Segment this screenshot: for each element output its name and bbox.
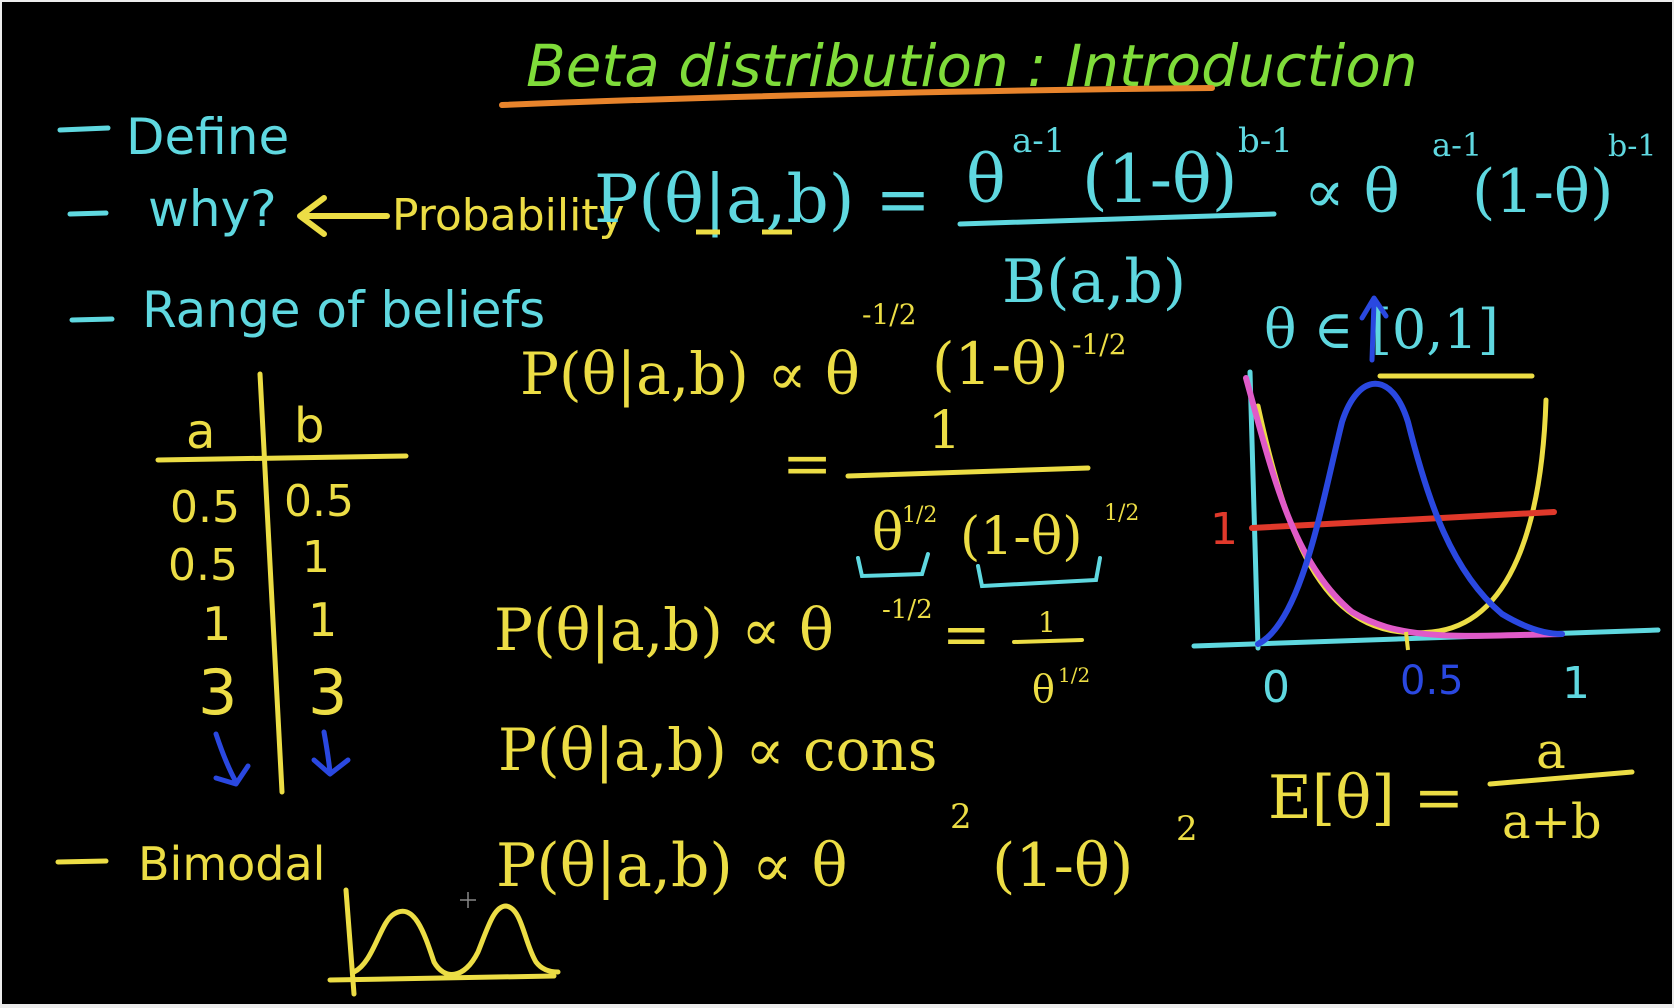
bimodal-axis-y <box>343 887 357 997</box>
formula-fraction-bar <box>957 211 1277 227</box>
table-header-b: b <box>294 398 324 454</box>
formula-lhs: P(θ|a,b) = <box>594 161 931 238</box>
formula-prop-theta: ∝ θ <box>1304 157 1400 227</box>
deriv2-brace-right <box>976 556 1102 589</box>
deriv1-exp1: -1/2 <box>862 298 917 331</box>
table-cell-r4-a: 3 <box>198 656 237 729</box>
formula-numerator-rest: (1-θ) <box>1082 141 1238 218</box>
outline-dash-3 <box>69 316 115 323</box>
deriv3-numerator: 1 <box>1038 606 1056 639</box>
graph-curve-pink <box>1243 375 1565 639</box>
deriv1-lhs: P(θ|a,b) ∝ θ <box>520 340 860 408</box>
cursor-crosshair-icon <box>460 892 476 908</box>
deriv2-numerator: 1 <box>928 401 961 461</box>
deriv1-exp2: -1/2 <box>1072 328 1127 361</box>
graph-curve-blue <box>1255 380 1565 647</box>
deriv3-fraction-bar <box>1012 638 1084 644</box>
arrow-left-icon <box>297 195 390 237</box>
outline-item-why: why? <box>148 180 277 238</box>
deriv5-exp2: 2 <box>1176 809 1198 849</box>
table-cell-r2-a: 0.5 <box>168 540 238 591</box>
outline-item-define: Define <box>126 108 289 166</box>
deriv2-den-exp1: 1/2 <box>902 503 937 528</box>
deriv4: P(θ|a,b) ∝ cons <box>498 716 938 784</box>
formula-prop-rest: (1-θ) <box>1472 157 1613 227</box>
formula-denominator: B(a,b) <box>1002 247 1186 317</box>
deriv2-den-rest: (1-θ) <box>960 507 1083 567</box>
arrow-down-b-icon <box>311 729 351 777</box>
graph-x-tick-1: 1 <box>1562 658 1590 709</box>
deriv5-lhs: P(θ|a,b) ∝ θ <box>496 831 848 901</box>
graph-axis-y <box>1247 369 1261 651</box>
deriv2-den-exp2: 1/2 <box>1104 501 1139 526</box>
formula-exp-a: a-1 <box>1012 121 1065 161</box>
deriv3-lhs: P(θ|a,b) ∝ θ <box>494 596 834 664</box>
bimodal-axis-x <box>327 973 557 983</box>
table-cell-r3-a: 1 <box>202 597 231 651</box>
title-underline <box>499 85 1215 108</box>
deriv1-rest: (1-θ) <box>932 330 1069 398</box>
formula-exp-b: b-1 <box>1238 121 1293 161</box>
table-cell-r3-b: 1 <box>308 593 337 647</box>
graph-axis-x <box>1191 627 1661 649</box>
table-cell-r1-b: 0.5 <box>284 476 354 527</box>
deriv2-brace-left <box>856 552 930 579</box>
outline-item-bimodal: Bimodal <box>138 837 325 891</box>
deriv5-rest: (1-θ) <box>992 831 1133 901</box>
bimodal-curve <box>351 903 561 977</box>
deriv2-den-theta: θ <box>872 503 903 563</box>
graph-curve-red <box>1249 509 1557 531</box>
expectation-fraction-bar <box>1487 769 1635 787</box>
probability-label: Probability <box>392 190 625 241</box>
table-header-a: a <box>186 404 215 460</box>
deriv3-exp: -1/2 <box>882 595 933 625</box>
expectation-denominator: a+b <box>1502 794 1602 850</box>
table-vertical-rule <box>257 371 285 795</box>
deriv3-denominator: θ <box>1032 667 1055 711</box>
domain-arrow-up-icon <box>1359 295 1389 363</box>
deriv2-fraction-bar <box>845 465 1091 479</box>
deriv3-den-exp: 1/2 <box>1058 663 1090 687</box>
graph-tick-mark-half <box>1404 631 1410 651</box>
graph-y-tick-1: 1 <box>1210 504 1238 555</box>
outline-dash-1 <box>57 125 111 133</box>
expectation-numerator: a <box>1536 722 1566 780</box>
expectation-lhs: E[θ] = <box>1268 763 1464 833</box>
table-cell-r1-a: 0.5 <box>170 482 240 533</box>
graph-x-tick-half: 0.5 <box>1400 658 1464 704</box>
formula-prop-exp-b: b-1 <box>1608 129 1656 164</box>
arrow-down-a-icon <box>213 731 251 787</box>
table-cell-r2-b: 1 <box>302 532 330 583</box>
outline-item-range: Range of beliefs <box>142 281 545 339</box>
graph-x-tick-0: 0 <box>1262 662 1290 713</box>
deriv2-equals: = <box>782 429 832 499</box>
deriv3-equals: = <box>942 600 991 668</box>
deriv5-exp1: 2 <box>950 797 972 837</box>
table-horizontal-rule <box>155 453 409 463</box>
outline-dash-2 <box>67 210 109 217</box>
outline-dash-4 <box>55 858 109 865</box>
formula-prop-exp-a: a-1 <box>1432 126 1482 164</box>
table-cell-r4-b: 3 <box>308 656 347 729</box>
formula-numerator-theta: θ <box>966 141 1006 218</box>
